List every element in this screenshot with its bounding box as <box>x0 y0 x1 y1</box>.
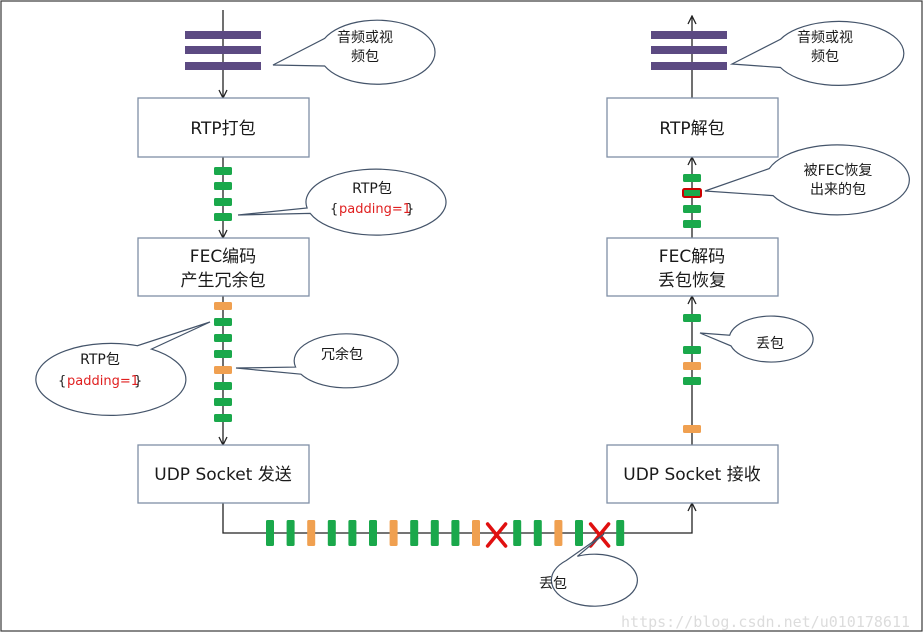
rtp-packet <box>348 520 357 546</box>
redundant-packet <box>214 302 232 310</box>
callout-rtp-lower-brace-close: } <box>134 374 142 389</box>
udp-send-label: UDP Socket 发送 <box>154 465 292 485</box>
packet-stream-after-rtp-pack <box>214 167 232 221</box>
callout-av-left: 音频或视 频包 <box>272 19 436 85</box>
rtp-packet <box>214 350 232 358</box>
av-bar <box>651 62 727 70</box>
udp-recv-box: UDP Socket 接收 <box>606 444 779 504</box>
rtp-packet <box>214 382 232 390</box>
rtp-packet <box>327 520 336 546</box>
av-bar <box>651 31 727 39</box>
callout-lost-right-label: 丢包 <box>756 336 784 352</box>
callout-av-right: 音频或视 频包 <box>729 20 905 86</box>
callout-av-right-line1: 音频或视 <box>797 29 853 46</box>
av-bar <box>185 46 261 54</box>
redundant-packet <box>683 425 701 433</box>
callout-rtp-upper-title: RTP包 <box>352 181 392 197</box>
callout-rtp-lower-brace-open: { <box>58 374 66 389</box>
callout-rtp-upper: RTP包 { padding=1 } <box>237 168 447 236</box>
callout-redundant: 冗余包 <box>235 333 399 389</box>
callout-recovered-line1: 被FEC恢复 <box>804 162 873 179</box>
rtp-packet <box>214 334 232 342</box>
packet-stream-after-fec-decode <box>682 174 702 228</box>
callout-av-left-line2: 频包 <box>351 49 379 65</box>
redundant-packet <box>683 362 701 370</box>
rtp-unpack-box: RTP解包 <box>606 97 779 158</box>
rtp-packet <box>683 377 701 385</box>
callout-recovered: 被FEC恢复 出来的包 <box>704 144 910 216</box>
callout-lost-bottom-label: 丢包 <box>539 576 567 592</box>
rtp-packet <box>683 174 701 182</box>
av-bar <box>185 31 261 39</box>
callout-rtp-lower-title: RTP包 <box>80 352 120 368</box>
udp-send-box: UDP Socket 发送 <box>137 444 310 504</box>
rtp-packet <box>214 182 232 190</box>
redundant-packet <box>307 520 316 546</box>
callout-rtp-lower-padding: padding=1 <box>67 374 139 389</box>
rtp-pack-box: RTP打包 <box>137 97 310 158</box>
rtp-packet <box>616 520 625 546</box>
redundant-packet <box>472 520 480 546</box>
callout-av-left-line1: 音频或视 <box>337 29 393 46</box>
redundant-packet <box>214 366 232 374</box>
rtp-pack-label: RTP打包 <box>190 119 255 139</box>
rtp-packet <box>214 167 232 175</box>
av-bar <box>651 46 727 54</box>
rtp-packet <box>683 314 701 322</box>
rtp-packet <box>266 520 274 546</box>
rtp-packet <box>214 414 232 422</box>
fec-encode-box: FEC编码 产生冗余包 <box>137 237 310 297</box>
watermark-text: https://blog.csdn.net/u010178611 <box>621 613 910 631</box>
callout-recovered-line2: 出来的包 <box>810 182 866 198</box>
rtp-packet <box>214 213 232 221</box>
rtp-packet <box>214 318 232 326</box>
rtp-packet <box>683 220 701 228</box>
rtp-packet <box>575 520 583 546</box>
callout-av-right-line2: 频包 <box>811 49 839 65</box>
rtp-unpack-label: RTP解包 <box>659 119 724 139</box>
redundant-packet <box>389 520 398 546</box>
callout-rtp-upper-brace-open: { <box>330 202 338 217</box>
rtp-packet <box>683 346 701 354</box>
packet-stream-network <box>266 520 625 548</box>
av-packet-bars-left <box>185 31 261 70</box>
lost-packet-mark <box>485 522 508 548</box>
av-packet-bars-right <box>651 31 727 70</box>
rtp-packet <box>513 520 522 546</box>
callout-rtp-lower: RTP包 { padding=1 } <box>35 321 211 416</box>
av-bar <box>185 62 261 70</box>
fec-encode-label-line1: FEC编码 <box>190 247 256 267</box>
fec-decode-box: FEC解码 丢包恢复 <box>606 237 779 297</box>
packet-stream-before-fec-decode <box>683 314 701 433</box>
fec-encode-label-line2: 产生冗余包 <box>181 271 266 291</box>
rtp-packet <box>683 205 701 213</box>
rtp-packet <box>533 520 542 546</box>
rtp-packet <box>369 520 377 546</box>
rtp-packet <box>410 520 419 546</box>
rtp-packet <box>430 520 439 546</box>
redundant-packet <box>554 520 563 546</box>
callout-lost-right: 丢包 <box>699 315 814 363</box>
callout-redundant-label: 冗余包 <box>321 346 363 363</box>
fec-decode-label-line1: FEC解码 <box>659 247 725 267</box>
callout-rtp-upper-brace-close: } <box>406 202 414 217</box>
fec-decode-label-line2: 丢包恢复 <box>658 271 726 291</box>
callout-rtp-upper-padding: padding=1 <box>339 202 411 217</box>
rtp-packet <box>214 198 232 206</box>
recovered-packet <box>682 188 702 198</box>
packet-stream-after-fec-encode <box>214 302 232 422</box>
rtp-packet <box>451 520 460 546</box>
udp-recv-label: UDP Socket 接收 <box>623 465 761 485</box>
rtp-packet <box>286 520 295 546</box>
rtp-packet <box>214 398 232 406</box>
callout-lost-bottom: 丢包 <box>539 533 638 607</box>
